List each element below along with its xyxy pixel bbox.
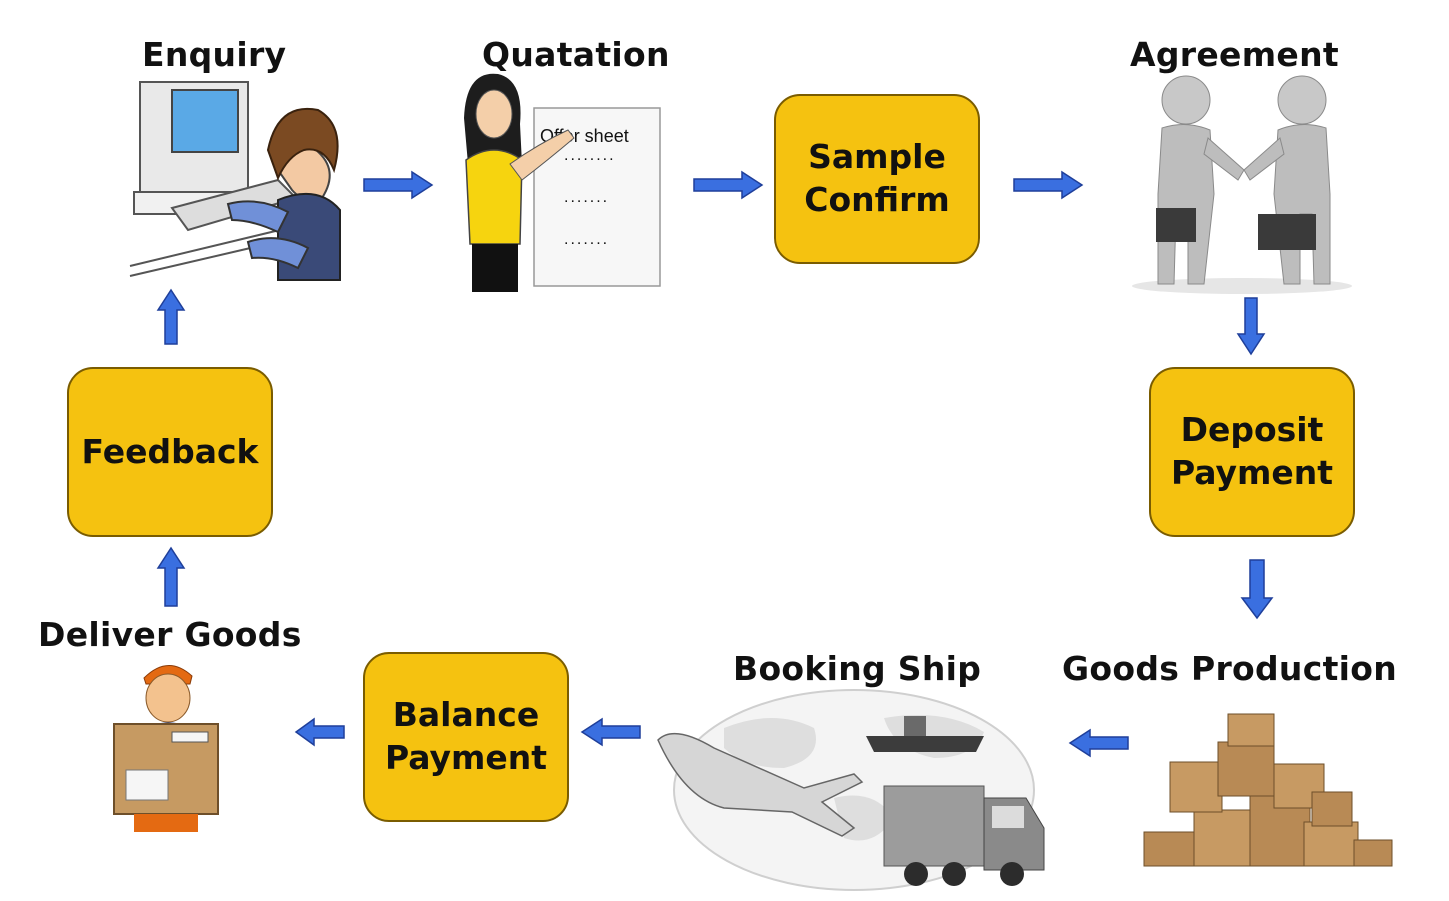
arrow-left-icon (294, 717, 345, 747)
sample-confirm-label: Sample Confirm (804, 137, 950, 219)
arrow-left-icon (580, 717, 641, 747)
person-at-computer-icon (129, 81, 341, 281)
svg-text:.......: ....... (564, 231, 609, 248)
svg-text:........: ........ (564, 147, 616, 164)
arrow-down-icon (1240, 559, 1274, 620)
arrow-right-icon (1013, 170, 1084, 200)
woman-presenting-icon: Offer sheet ........ ....... ....... (464, 73, 661, 292)
svg-text:.......: ....... (564, 189, 609, 206)
arrow-up-icon (156, 288, 186, 345)
arrow-left-icon (1068, 728, 1129, 758)
enquiry-label: Enquiry (142, 35, 287, 74)
arrow-up-icon (156, 546, 186, 607)
shipping-transport-icon (657, 689, 1045, 891)
arrow-right-icon (693, 170, 764, 200)
handshake-icon (1132, 75, 1352, 294)
deliver-goods-label: Deliver Goods (38, 615, 302, 654)
agreement-label: Agreement (1130, 35, 1339, 74)
feedback-box: Feedback (67, 367, 273, 537)
balance-payment-label: Balance Payment (384, 695, 548, 777)
balance-payment-box: Balance Payment (363, 652, 569, 822)
goods-production-label: Goods Production (1062, 649, 1398, 688)
deposit-payment-box: Deposit Payment (1149, 367, 1355, 537)
stacked-boxes-icon (1143, 713, 1393, 867)
arrow-right-icon (363, 170, 434, 200)
quotation-label: Quatation (482, 35, 670, 74)
delivery-man-icon (113, 665, 219, 832)
sample-confirm-box: Sample Confirm (774, 94, 980, 264)
arrow-down-icon (1236, 297, 1266, 356)
feedback-label: Feedback (81, 431, 259, 471)
deposit-payment-label: Deposit Payment (1170, 410, 1334, 492)
booking-ship-label: Booking Ship (733, 649, 982, 688)
